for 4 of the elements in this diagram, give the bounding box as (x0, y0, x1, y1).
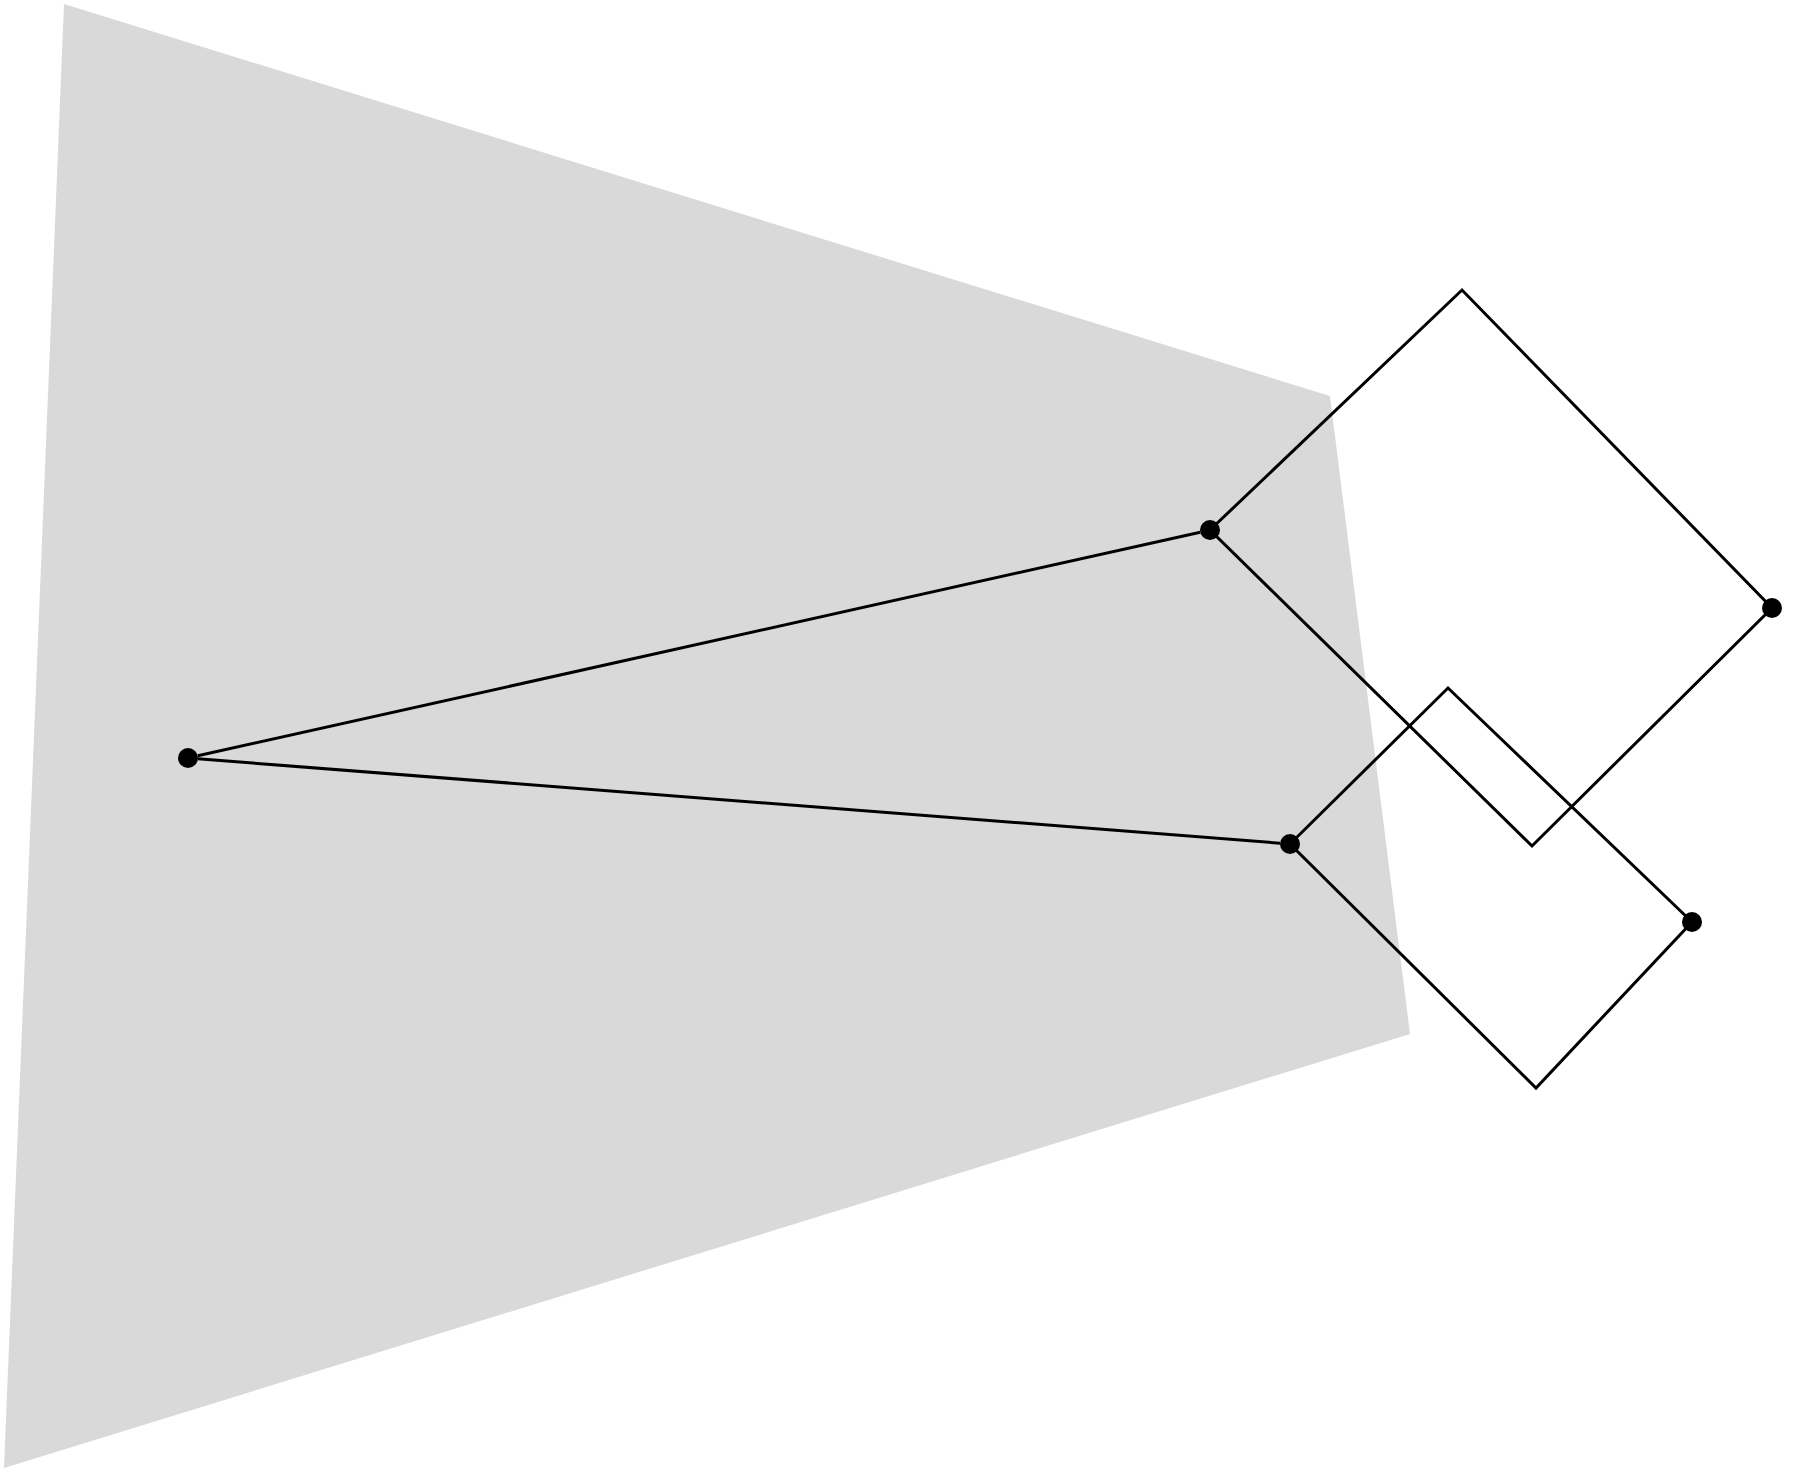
point-dot (1762, 598, 1782, 618)
line-segment (197, 530, 1201, 758)
line-segment (197, 757, 1281, 845)
point-dot (1682, 912, 1702, 932)
